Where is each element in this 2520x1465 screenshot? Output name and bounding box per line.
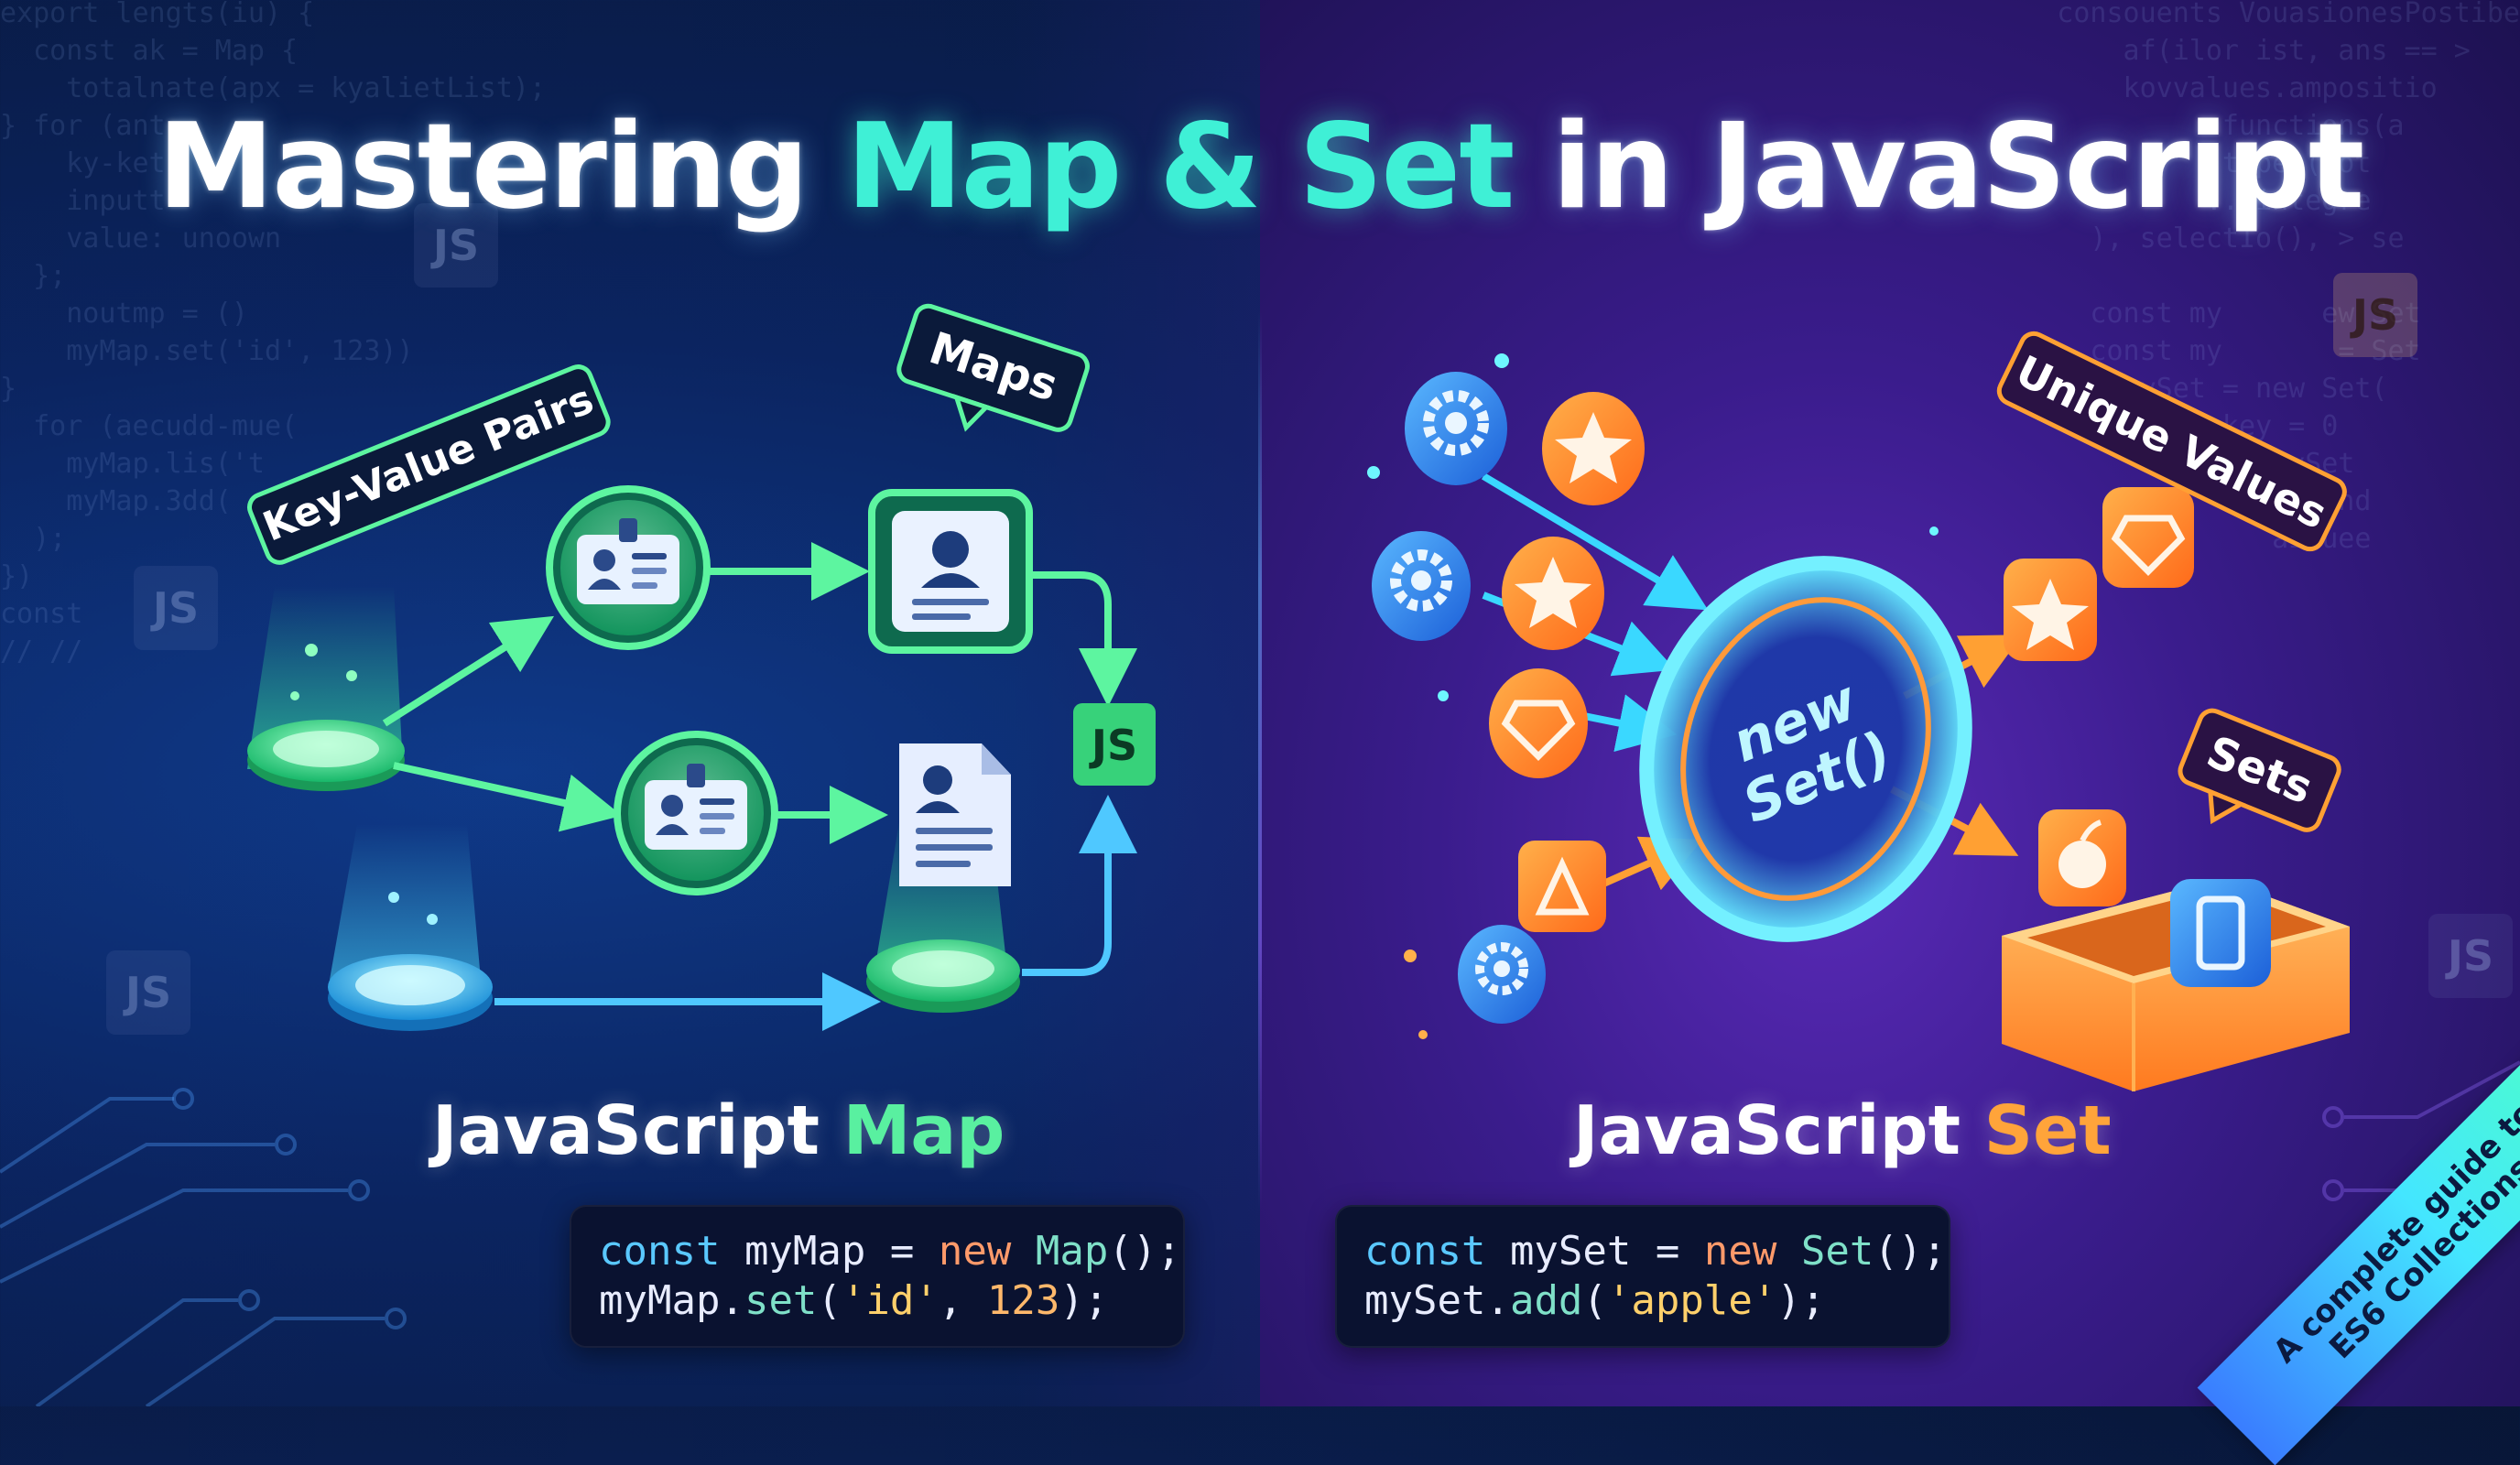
gear-icon: [1458, 925, 1546, 1024]
section-divider: [1258, 311, 1262, 1209]
code-line: myMap.set('id', 123);: [599, 1277, 1109, 1324]
beam: [247, 586, 403, 769]
sparkles: [1367, 353, 1939, 1039]
code-line: const mySet = new Set();: [1364, 1228, 1947, 1275]
map-section-label: JavaScript Map: [432, 1091, 1005, 1170]
set-section-label: JavaScript Set: [1573, 1091, 2112, 1170]
set-code-snippet: const mySet = new Set(); mySet.add('appl…: [1335, 1205, 1950, 1348]
tag-sets: Sets: [2178, 708, 2341, 832]
bg-js-badge: JS: [2333, 273, 2417, 357]
bg-js-badge: JS: [106, 950, 190, 1035]
pyramid-icon: [1518, 841, 1606, 932]
js-badge: [1073, 703, 1156, 786]
document-icon: [899, 743, 1011, 886]
profile-card-icon: [868, 489, 1033, 654]
js-badge-text: JS: [1089, 721, 1137, 770]
gem-icon: [2102, 487, 2194, 588]
id-card-icon: [614, 731, 778, 895]
circuit-lines-left: [0, 1088, 407, 1406]
star-icon: [1542, 392, 1645, 505]
svg-text:Key-Value Pairs: Key-Value Pairs: [256, 376, 600, 551]
star-icon: [1502, 537, 1604, 650]
map-background-glow: [0, 0, 1260, 1406]
background-code-left: export lengts(iu) { const ak = Map { tot…: [0, 0, 547, 667]
id-card-icon: [546, 485, 711, 650]
star-icon: [2004, 559, 2097, 661]
bg-js-badge: JS: [414, 203, 498, 288]
illustration: JS Key-Value Pairs Maps new Set(): [0, 303, 2520, 1406]
page-title: Mastering Map & Set in JavaScript: [157, 99, 2364, 235]
gear-icon: [1372, 531, 1471, 641]
beam: [330, 824, 481, 980]
phone-icon: [2170, 879, 2271, 987]
code-line: mySet.add('apple');: [1364, 1277, 1826, 1324]
apple-icon: [2038, 809, 2126, 906]
tag-maps: Maps: [896, 303, 1090, 432]
set-ring-icon: new Set(): [1639, 556, 1972, 942]
bg-js-badge: JS: [2428, 914, 2513, 998]
gem-icon: [1489, 668, 1588, 778]
bg-js-badge: JS: [134, 566, 218, 650]
gear-icon: [1405, 372, 1507, 485]
code-line: const myMap = new Map();: [599, 1228, 1181, 1275]
map-code-snippet: const myMap = new Map(); myMap.set('id',…: [570, 1205, 1185, 1348]
